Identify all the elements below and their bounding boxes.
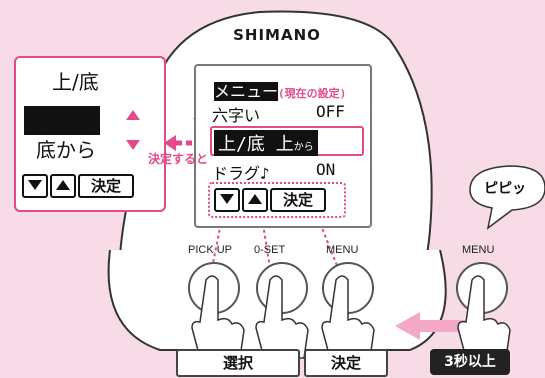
triangle-down-icon (28, 180, 42, 190)
panel-up-key (50, 174, 76, 198)
arrow-up-icon (126, 110, 140, 120)
panel-decide-key: 決定 (78, 174, 134, 198)
lcd-key-row-highlight (208, 182, 346, 218)
decide-label: 決定 (304, 349, 388, 377)
lcd-row-2: 六字い OFF (212, 102, 345, 125)
panel-option-bottom[interactable]: 底から (36, 138, 96, 162)
brand-logo: SHIMANO (233, 26, 321, 44)
panel-title: 上/底 (52, 70, 99, 94)
select-label: 選択 (176, 349, 300, 377)
lcd-menu-title: メニュー (214, 82, 279, 101)
arrow-down-icon (126, 140, 140, 150)
triangle-up-icon (248, 194, 262, 204)
pickup-label: PICK UP (188, 244, 233, 256)
panel-down-key (22, 174, 48, 198)
beep-text: ピピッ (484, 181, 526, 197)
menu-label-right: MENU (462, 244, 495, 256)
oset-label: 0-SET (254, 244, 286, 256)
down-key[interactable] (214, 188, 240, 212)
triangle-up-icon (56, 180, 70, 190)
lcd-row-3-selected: 上/底 上から (214, 130, 318, 156)
decide-key[interactable]: 決定 (270, 188, 326, 212)
up-key[interactable] (242, 188, 268, 212)
lcd-current-setting-note: (現在の設定) (278, 87, 347, 100)
menu-label-center: MENU (326, 244, 359, 256)
hold-3sec-label: 3秒以上 (430, 349, 510, 375)
triangle-down-icon (220, 194, 234, 204)
lcd-row-4: ドラグ♪ ON (212, 160, 336, 183)
callout-after-decide: 決定すると (148, 152, 209, 166)
panel-option-top[interactable]: 上から (24, 106, 100, 135)
